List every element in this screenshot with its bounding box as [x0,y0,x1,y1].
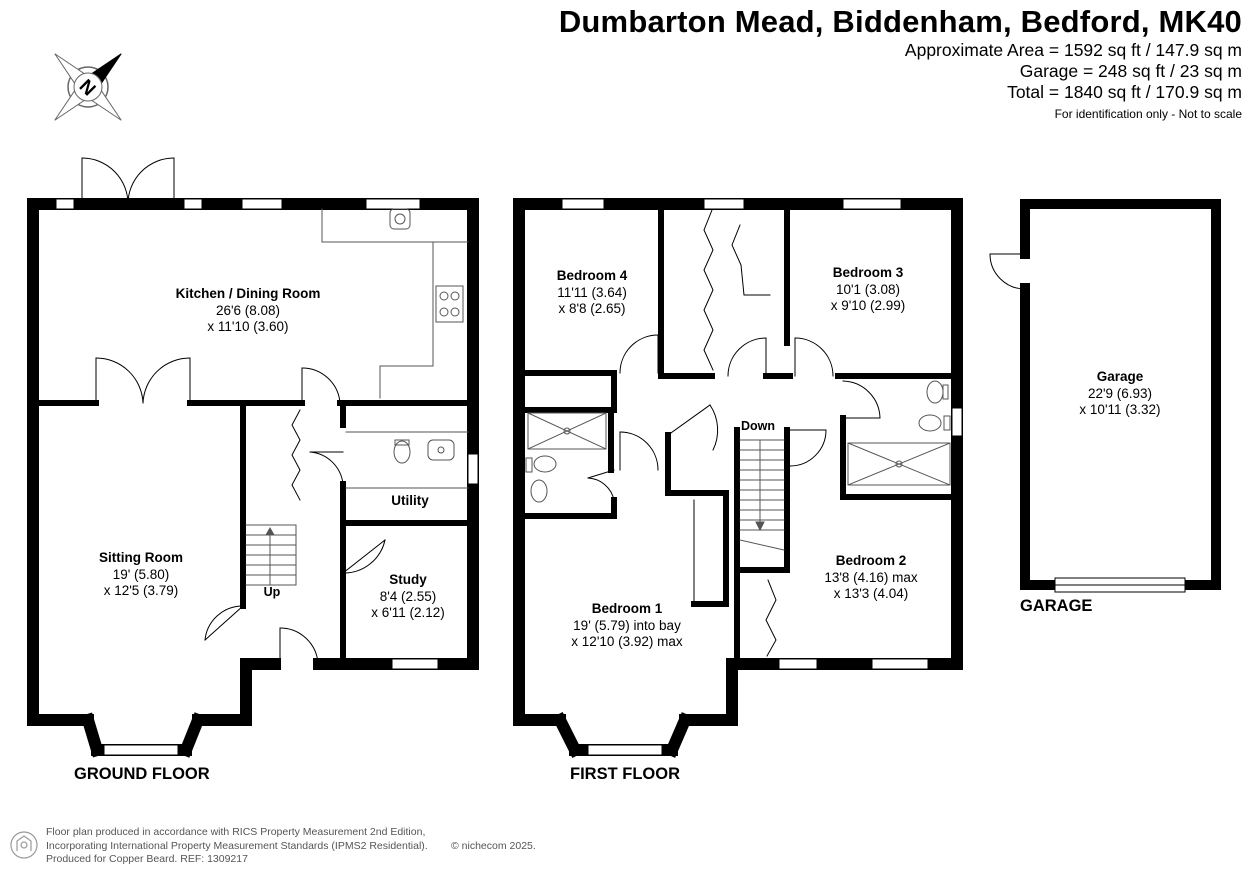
first-floor-windows [561,198,963,756]
floor-label-garage: GARAGE [1020,597,1092,615]
room-dim-bedroom-4-2: x 8'8 (2.65) [558,301,625,316]
footer-line-3: Produced for Copper Beard. REF: 1309217 [46,853,248,865]
footer-copyright: © nichecom 2025. [451,840,536,852]
ground-floor-fixtures [245,208,469,586]
ground-floor-windows [55,198,479,756]
room-dim-sitting-2: x 12'5 (3.79) [104,583,179,598]
total-area: Total = 1840 sq ft / 170.9 sq m [1007,82,1242,102]
footer-text: Floor plan produced in accordance with R… [46,826,428,867]
footer-line-2: Incorporating International Property Mea… [46,839,428,852]
room-dim-bedroom-2-1: 13'8 (4.16) max [824,570,918,585]
footer-line-1: Floor plan produced in accordance with R… [46,826,426,838]
first-floor-fixtures [525,380,951,551]
garage-openings [989,253,1186,593]
room-name-kitchen: Kitchen / Dining Room [176,286,321,301]
floor-label-ground: GROUND FLOOR [74,765,210,783]
room-name-utility: Utility [391,493,429,508]
room-dim-kitchen-2: x 11'10 (3.60) [207,319,288,334]
room-dim-garage-1: 22'9 (6.93) [1088,386,1152,401]
compass-north-icon: N [54,53,122,121]
stairs-up-label: Up [264,585,281,599]
ground-floor-doors [81,157,386,665]
room-dim-sitting-1: 19' (5.80) [113,567,170,582]
room-name-bedroom-2: Bedroom 2 [836,553,907,568]
room-dim-garage-2: x 10'11 (3.32) [1079,402,1160,417]
header: Dumbarton Mead, Biddenham, Bedford, MK40… [559,4,1242,122]
room-name-sitting: Sitting Room [99,550,183,565]
room-name-garage: Garage [1097,369,1144,384]
room-dim-bedroom-1-1: 19' (5.79) into bay [573,618,681,633]
room-dim-study-2: x 6'11 (2.12) [371,605,445,620]
room-name-study: Study [389,572,427,587]
garage-walls [1020,199,1221,590]
room-dim-bedroom-2-2: x 13'3 (4.04) [834,586,909,601]
room-name-bedroom-1: Bedroom 1 [592,601,663,616]
ground-floor-walls [27,198,479,758]
first-floor-doors [587,209,881,657]
approx-area: Approximate Area = 1592 sq ft / 147.9 sq… [904,40,1242,60]
nichecom-logo-icon [10,831,38,859]
room-dim-bedroom-1-2: x 12'10 (3.92) max [571,634,683,649]
room-name-bedroom-4: Bedroom 4 [557,268,628,283]
garage-area: Garage = 248 sq ft / 23 sq m [1019,61,1242,81]
room-dim-kitchen-1: 26'6 (8.08) [216,303,280,318]
footer: Floor plan produced in accordance with R… [8,826,568,870]
room-dim-study-1: 8'4 (2.55) [380,589,437,604]
scale-note: For identification only - Not to scale [1054,107,1242,121]
room-dim-bedroom-3-2: x 9'10 (2.99) [831,298,906,313]
property-title: Dumbarton Mead, Biddenham, Bedford, MK40 [558,4,1242,39]
stairs-down-label: Down [741,419,775,433]
room-dim-bedroom-4-1: 11'11 (3.64) [557,285,627,300]
room-name-bedroom-3: Bedroom 3 [833,265,904,280]
room-dim-bedroom-3-1: 10'1 (3.08) [836,282,900,297]
floor-label-first: FIRST FLOOR [570,765,680,783]
